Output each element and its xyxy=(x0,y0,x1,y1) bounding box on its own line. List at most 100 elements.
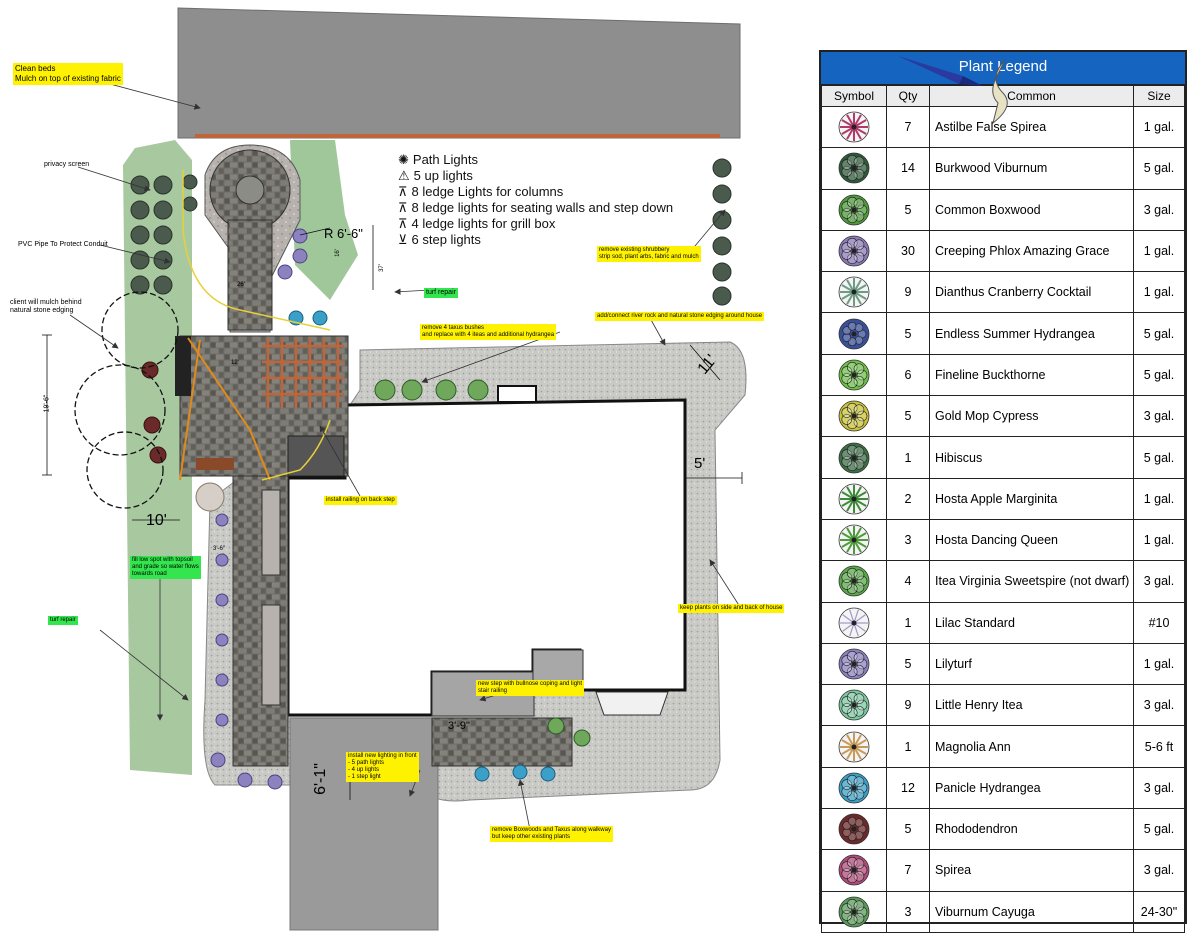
plant-qty: 1 xyxy=(886,725,930,768)
plant-qty: 3 xyxy=(886,890,930,933)
plant-symbol-cell xyxy=(821,849,887,892)
plant-symbol-icon xyxy=(838,111,870,143)
plant-common-name: Lilyturf xyxy=(929,642,1134,686)
plant-symbol-cell xyxy=(821,808,887,851)
plant-common-name: Hosta Dancing Queen xyxy=(929,518,1134,562)
plant-common-name: Rhododendron xyxy=(929,808,1134,851)
plant-symbol-icon xyxy=(838,566,870,597)
header-size: Size xyxy=(1133,85,1185,107)
dimension-ten: 10' xyxy=(146,512,167,529)
plant-symbol-cell xyxy=(821,353,887,397)
lighting-key-row: ⊼8 ledge Lights for columns xyxy=(398,184,564,199)
plant-common-name: Lilac Standard xyxy=(929,601,1134,644)
plant-size: 1 gal. xyxy=(1133,271,1185,314)
plant-common-name: Dianthus Cranberry Cocktail xyxy=(929,271,1134,314)
plant-symbol-icon xyxy=(838,442,870,473)
note-install-railing: install railing on back step xyxy=(324,496,397,505)
plant-qty: 5 xyxy=(886,808,930,851)
plant-size: 5 gal. xyxy=(1133,147,1185,190)
up-light-icon: ⚠ xyxy=(398,168,410,183)
lighting-key-row: ⊻6 step lights xyxy=(398,232,481,247)
note-turf-repair-bottom: turf repair xyxy=(48,616,78,625)
plant-qty: 2 xyxy=(886,477,930,520)
lighting-key-row: ⚠5 up lights xyxy=(398,168,473,183)
note-remove-shrubbery: remove existing shrubbery strip sod, pla… xyxy=(597,246,701,262)
plant-common-name: Spirea xyxy=(929,849,1134,892)
plant-size: 1 gal. xyxy=(1133,642,1185,686)
plant-qty: 1 xyxy=(886,436,930,479)
plant-size: 1 gal. xyxy=(1133,477,1185,520)
plant-common-name: Common Boxwood xyxy=(929,188,1134,231)
plant-size: 1 gal. xyxy=(1133,229,1185,273)
plant-common-name: Itea Virginia Sweetspire (not dwarf) xyxy=(929,560,1134,603)
plant-common-name: Viburnum Cayuga xyxy=(929,890,1134,933)
plant-symbol-icon xyxy=(838,648,870,680)
plant-common-name: Endless Summer Hydrangea xyxy=(929,312,1134,355)
plant-symbol-cell xyxy=(821,642,887,686)
bench xyxy=(196,458,234,470)
note-new-step: new step with bullnose coping and light … xyxy=(476,680,585,696)
dimension-three-six: 3'-6" xyxy=(213,546,225,552)
plant-common-name: Gold Mop Cypress xyxy=(929,395,1134,438)
note-clean-beds: Clean beds Mulch on top of existing fabr… xyxy=(13,63,123,85)
note-client-mulch: client will mulch behind natural stone e… xyxy=(10,299,82,314)
plant-size: 5 gal. xyxy=(1133,436,1185,479)
plant-size: 3 gal. xyxy=(1133,188,1185,231)
plant-symbol-cell xyxy=(821,105,887,149)
plant-common-name: Hibiscus xyxy=(929,436,1134,479)
plant-symbol-cell xyxy=(821,229,887,273)
plant-symbol-cell xyxy=(821,477,887,520)
plant-common-name: Fineline Buckthorne xyxy=(929,353,1134,397)
dimension-radius: R 6'-6" xyxy=(324,226,363,241)
dimension-sixteen: 16' xyxy=(334,249,341,257)
plant-qty: 9 xyxy=(886,684,930,727)
landscape-site-plan xyxy=(42,7,747,931)
plant-size: 1 gal. xyxy=(1133,518,1185,562)
plant-symbol-icon xyxy=(838,813,870,845)
plant-qty: 4 xyxy=(886,560,930,603)
legend-title: Plant Legend xyxy=(821,52,1185,85)
note-keep-plants: keep plants on side and back of house xyxy=(678,604,785,613)
plant-symbol-icon xyxy=(838,359,870,391)
step-light-icon: ⊻ xyxy=(398,232,408,247)
plant-size: 3 gal. xyxy=(1133,395,1185,438)
plant-symbol-icon xyxy=(838,276,870,308)
plant-common-name: Little Henry Itea xyxy=(929,684,1134,727)
lawn-upper xyxy=(290,140,358,300)
plant-symbol-icon xyxy=(838,524,870,556)
plant-symbol-cell xyxy=(821,147,887,190)
plant-symbol-cell xyxy=(821,684,887,727)
plant-qty: 12 xyxy=(886,766,930,810)
note-install-lighting: install new lighting in front - 5 path l… xyxy=(346,752,419,782)
ledge-light-icon: ⊼ xyxy=(398,184,408,199)
plant-symbol-icon xyxy=(838,772,870,804)
plant-common-name: Astilbe False Spirea xyxy=(929,105,1134,149)
plant-symbol-cell xyxy=(821,188,887,231)
dimension-twenty-six: 26' xyxy=(237,282,245,288)
plant-symbol-icon xyxy=(838,483,870,515)
plant-qty: 30 xyxy=(886,229,930,273)
ledge-light-icon: ⊼ xyxy=(398,216,408,231)
road xyxy=(177,7,741,139)
lighting-key-row: ✺Path Lights xyxy=(398,152,478,167)
plant-qty: 7 xyxy=(886,849,930,892)
existing-trees xyxy=(74,291,179,509)
plant-symbol-icon xyxy=(838,731,870,762)
dimension-nineteen-six: 19'-6" xyxy=(43,394,51,413)
plant-symbol-cell xyxy=(821,890,887,933)
back-step xyxy=(287,435,345,477)
lighting-key-row: ⊼4 ledge lights for grill box xyxy=(398,216,556,231)
